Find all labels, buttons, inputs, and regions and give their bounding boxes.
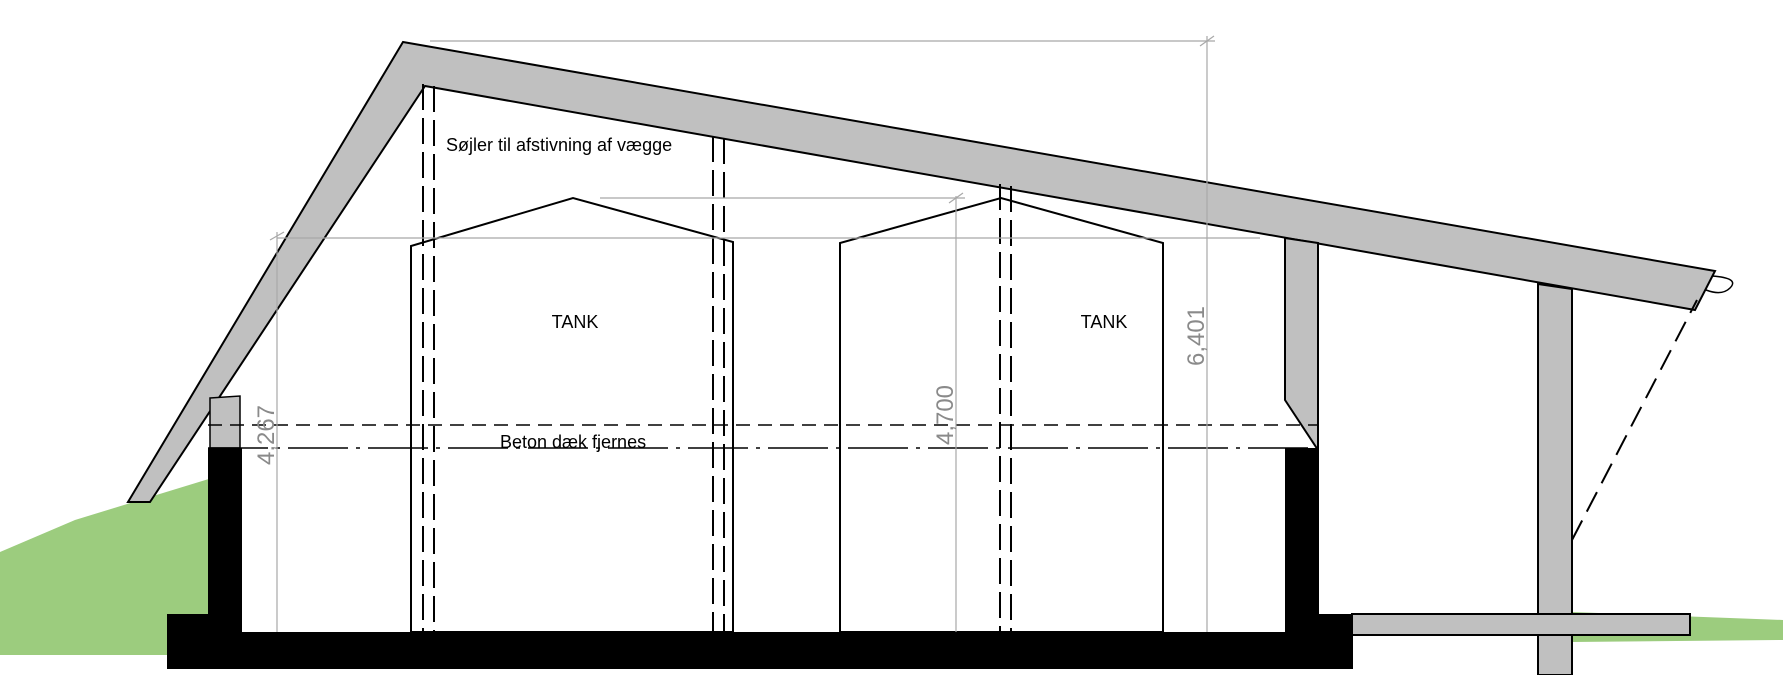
columns-note: Søjler til afstivning af vægge [446, 135, 672, 155]
dimension-left-height: 4,267 [253, 405, 280, 465]
ground-left [0, 478, 212, 655]
tank-left-outline [410, 196, 734, 633]
support-wall [1284, 236, 1319, 454]
dimension-lines [269, 35, 1260, 632]
gutter [1705, 275, 1734, 294]
tank-right-label: TANK [1081, 312, 1128, 332]
bracing-columns [422, 84, 1012, 632]
basement-wall-left [208, 448, 242, 630]
outside-slab [1351, 613, 1691, 636]
basement-wall-right [1285, 448, 1319, 630]
tank-right-outline [839, 196, 1164, 633]
dimension-ridge-height: 6,401 [1183, 306, 1210, 366]
left-knee-wall [209, 395, 241, 449]
roof-slab [126, 40, 1717, 503]
tank-left-label: TANK [552, 312, 599, 332]
overhang-brace [1571, 299, 1698, 541]
basement-floor-inner [242, 448, 1285, 632]
overhang-column [1537, 282, 1573, 675]
dimension-tank-height: 4,700 [932, 385, 959, 445]
slab-note: Beton dæk fjernes [500, 432, 646, 452]
